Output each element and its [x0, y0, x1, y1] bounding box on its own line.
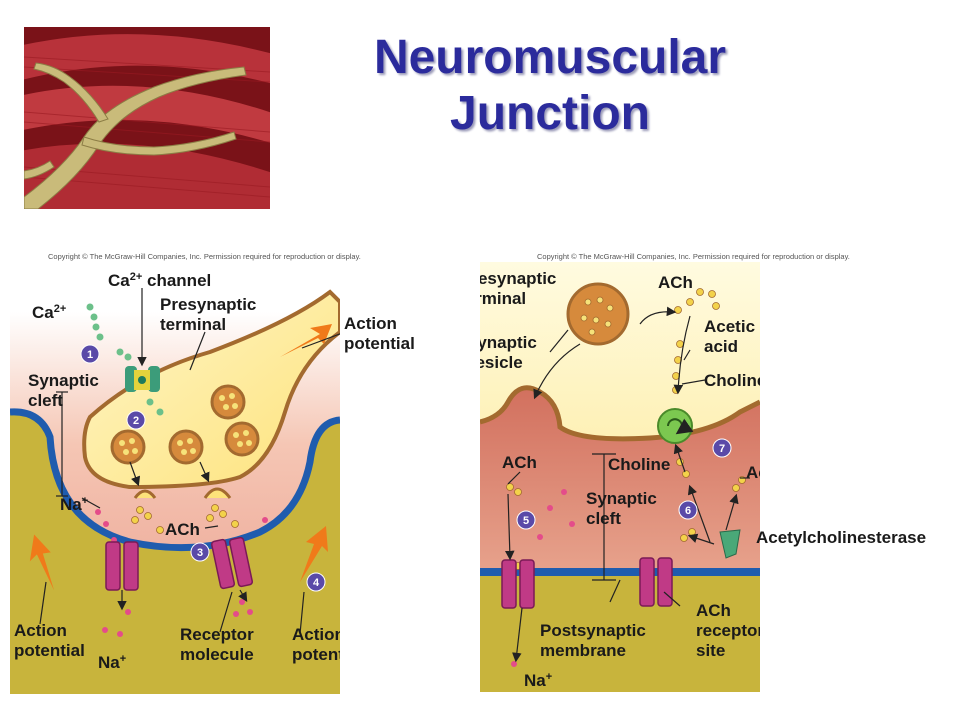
label-action-potential-right-line2: potential	[292, 645, 340, 664]
label-action-potential-top-line1: Action	[344, 314, 397, 333]
left-action-potential-top: Action potential	[344, 314, 415, 353]
label-synaptic-vesicle-line2: vesicle	[480, 353, 523, 372]
label-ca-channel: Ca2+ channel	[108, 271, 211, 290]
copyright-left: Copyright © The McGraw-Hill Companies, I…	[48, 252, 361, 261]
copyright-right: Copyright © The McGraw-Hill Companies, I…	[537, 252, 850, 261]
label-ach-top: ACh	[658, 273, 693, 292]
right-overhang-labels	[458, 262, 488, 392]
label-presynaptic-terminal-line1: Presynaptic	[160, 295, 256, 314]
micrograph-image	[24, 27, 270, 209]
step-5: 5	[523, 515, 529, 527]
label-na-bottom: Na+	[98, 653, 126, 672]
label-choline-mid: Choline	[608, 455, 670, 474]
step-7: 7	[719, 443, 725, 455]
label-postsynaptic-line1: Postsynaptic	[540, 621, 646, 640]
label-synaptic-cleft-line1: Synaptic	[28, 371, 99, 390]
title-line-2: Junction	[450, 87, 650, 140]
label-ach-receptor-line2: receptor	[696, 621, 760, 640]
label-acetic-acid-mid: Acetic acid	[746, 463, 760, 482]
label-synaptic-cleft-r-line1: Synaptic	[586, 489, 657, 508]
right-edge-labels: Acetylcholinesterase	[740, 477, 926, 547]
title-line-1: Neuromuscular	[373, 31, 727, 84]
label-choline-top: Choline	[704, 371, 760, 390]
label-ca-ion: Ca2+	[32, 303, 66, 322]
label-action-potential-left-line2: potential	[14, 641, 85, 660]
step-6: 6	[685, 505, 691, 517]
label-acetic-acid-line2: acid	[704, 337, 738, 356]
label-na-top: Na+	[60, 495, 88, 514]
label-action-potential-right-line1: Action	[292, 625, 340, 644]
step-2: 2	[133, 415, 139, 427]
label-presynaptic-terminal-r-line1: Presynaptic	[480, 269, 556, 288]
label-receptor-line1: Receptor	[180, 625, 254, 644]
label-action-potential-top-line2: potential	[344, 334, 415, 353]
page-title: Neuromuscular Junction	[300, 30, 800, 142]
label-presynaptic-terminal-line2: terminal	[160, 315, 226, 334]
label-ach: ACh	[165, 520, 200, 539]
label-acetic-acid-line1: Acetic	[704, 317, 755, 336]
step-1: 1	[87, 349, 93, 361]
label-action-potential-left-line1: Action	[14, 621, 67, 640]
left-diagram: 1 2 3 4 Ca2+ channel Ca2+ Presynaptic te…	[10, 262, 340, 694]
label-ach-receptor-line3: site	[696, 641, 725, 660]
label-na-r: Na+	[524, 671, 552, 690]
label-acetylcholinesterase: Acetylcholinesterase	[756, 528, 926, 547]
label-receptor-line2: molecule	[180, 645, 254, 664]
label-synaptic-vesicle-line1: Synaptic	[480, 333, 537, 352]
label-ach-receptor-line1: ACh	[696, 601, 731, 620]
right-diagram: 5 6 7 Presynaptic terminal ACh Acetic ac…	[480, 262, 760, 692]
step-4: 4	[313, 577, 320, 589]
label-presynaptic-terminal-r-line2: terminal	[480, 289, 526, 308]
label-postsynaptic-line2: membrane	[540, 641, 626, 660]
label-synaptic-cleft-r-line2: cleft	[586, 509, 621, 528]
label-ach-mid: ACh	[502, 453, 537, 472]
step-3: 3	[197, 547, 203, 559]
label-synaptic-cleft-line2: cleft	[28, 391, 63, 410]
